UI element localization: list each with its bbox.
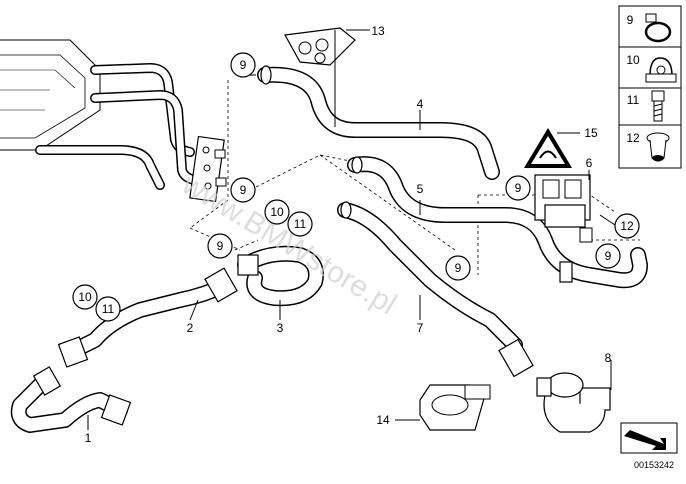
leader-lines	[87, 29, 616, 430]
label-8: 8	[605, 351, 612, 365]
legend-num-9: 9	[627, 13, 634, 27]
callout-9d: 9	[505, 175, 531, 201]
callout-9f: 9	[595, 243, 621, 269]
callout-9c: 9	[207, 233, 233, 259]
svg-text:11: 11	[294, 217, 307, 231]
hose-1	[10, 366, 132, 433]
hose-4	[257, 65, 500, 180]
diagram-number: 00153242	[634, 460, 674, 470]
callout-9a: 9	[230, 52, 256, 78]
legend-num-12: 12	[626, 131, 640, 145]
arrow-down-right-icon	[624, 430, 666, 450]
svg-text:9: 9	[240, 183, 247, 197]
label-1: 1	[85, 431, 92, 445]
callout-10b: 10	[72, 284, 98, 310]
hose-clamp-icon	[644, 13, 672, 43]
bracket-13	[284, 27, 356, 66]
callout-9e: 9	[445, 255, 471, 281]
callout-10a: 10	[264, 199, 290, 225]
warning-triangle-icon	[524, 128, 572, 168]
label-13: 13	[371, 24, 385, 38]
callouts: 9 9 9 9 9 9 10 11 10 11 12	[72, 52, 640, 322]
label-2: 2	[187, 321, 194, 335]
svg-text:9: 9	[240, 58, 247, 72]
hose-7	[337, 201, 534, 378]
legend-num-11: 11	[627, 93, 640, 107]
callout-12: 12	[614, 213, 640, 239]
svg-text:9: 9	[515, 181, 522, 195]
water-valve	[534, 174, 593, 243]
screw-icon	[651, 90, 665, 122]
label-7: 7	[417, 321, 424, 335]
callout-9b: 9	[230, 177, 256, 203]
hose-3	[237, 245, 324, 307]
callout-11b: 11	[95, 296, 121, 322]
water-pump	[536, 372, 611, 433]
footer: 00153242	[620, 422, 678, 470]
svg-text:11: 11	[102, 302, 115, 316]
heater-core	[0, 39, 227, 203]
svg-text:9: 9	[455, 261, 462, 275]
label-14: 14	[376, 413, 390, 427]
clip-icon	[645, 57, 677, 83]
legend-panel: 9 10 11 12	[618, 5, 682, 169]
part-numbers: 1 2 3 4 5 6 7 8 13 14 15	[85, 24, 612, 445]
label-6: 6	[586, 156, 593, 170]
svg-text:10: 10	[78, 290, 92, 304]
hose-5	[347, 156, 648, 289]
label-3: 3	[277, 321, 284, 335]
callout-11a: 11	[287, 211, 313, 237]
label-15: 15	[584, 126, 598, 140]
label-5: 5	[417, 182, 424, 196]
rubber-grommet-icon	[646, 132, 670, 162]
hose-2	[57, 267, 238, 368]
svg-text:10: 10	[270, 205, 284, 219]
bracket-14	[419, 384, 491, 431]
svg-text:12: 12	[620, 219, 634, 233]
legend-num-10: 10	[626, 53, 640, 67]
svg-text:9: 9	[605, 249, 612, 263]
label-4: 4	[417, 97, 424, 111]
svg-text:9: 9	[217, 239, 224, 253]
